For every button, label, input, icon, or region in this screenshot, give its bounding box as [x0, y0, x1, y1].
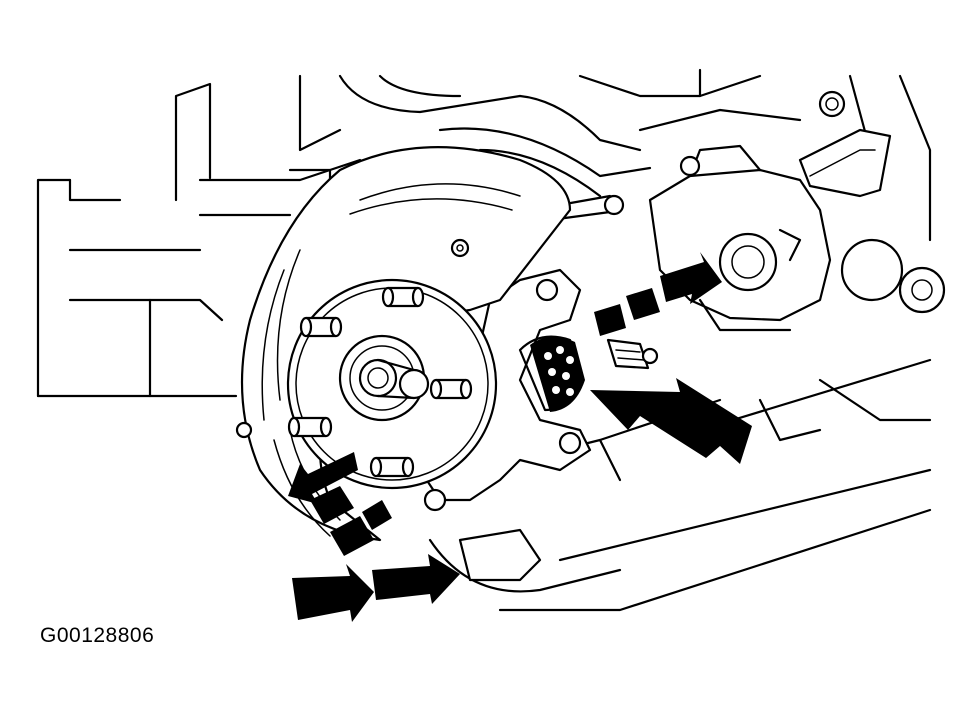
wheel-stud	[287, 416, 333, 438]
arrow-hub-lower	[288, 452, 392, 556]
knuckle-bolt	[606, 338, 659, 370]
wheel-stud	[369, 456, 415, 478]
arrow-control-arm	[292, 554, 460, 622]
wheel-bearing	[530, 336, 585, 412]
arrow-bearing	[590, 378, 752, 464]
wheel-studs	[287, 286, 473, 478]
arrow-caliper-upper	[594, 252, 722, 336]
body-structure	[36, 68, 932, 612]
figure-id-label: G00128806	[40, 624, 155, 647]
wheel-stud	[381, 286, 425, 308]
wheel-stud	[429, 378, 473, 400]
wheel-stud	[299, 316, 343, 338]
